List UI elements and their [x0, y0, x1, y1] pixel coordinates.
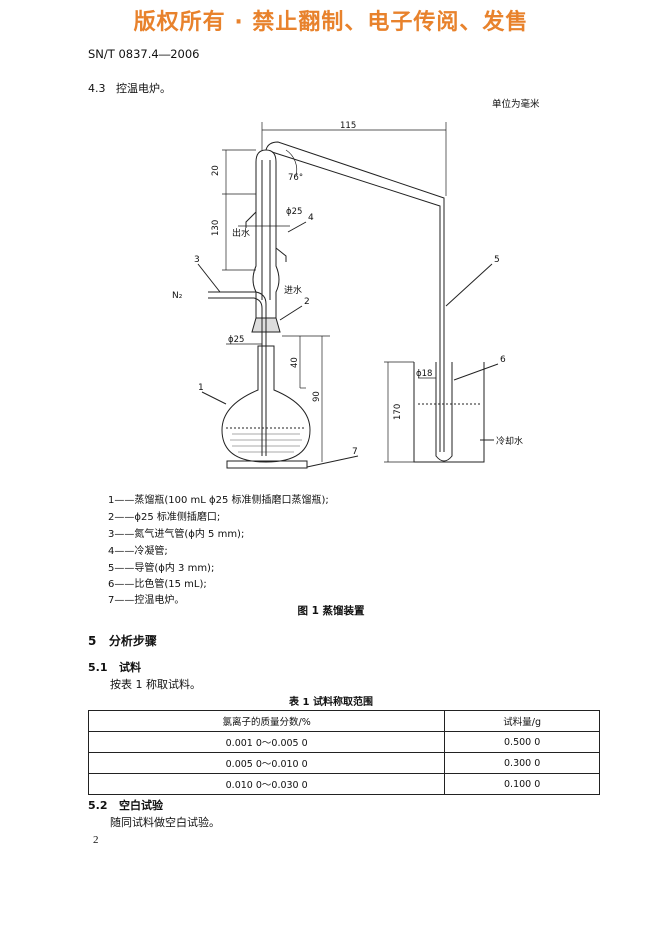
legend-item-1: 1——蒸馏瓶(100 mL ϕ25 标准侧插磨口蒸馏瓶); — [108, 495, 329, 506]
label-water-out: 出水 — [232, 227, 250, 239]
table-row: 0.005 0～0.010 0 0.300 0 — [87, 752, 600, 774]
dim-phi25-neck: ϕ25 — [228, 335, 244, 345]
section-title: 控温电炉。 — [116, 82, 171, 95]
legend-item-6: 6——比色管(15 mL); — [108, 579, 207, 590]
dim-90: 90 — [312, 391, 322, 402]
dim-76: 76° — [288, 173, 303, 183]
leader-5 — [445, 263, 493, 307]
table-header-row: 氯离子的质量分数/% 试料量/g — [87, 710, 600, 732]
dim-115: 115 — [340, 121, 356, 131]
table-row: 0.001 0～0.005 0 0.500 0 — [87, 731, 600, 753]
callout-7: 7 — [352, 447, 358, 457]
label-water-in: 进水 — [284, 284, 302, 296]
section-5: 5 分析步骤 — [88, 632, 157, 649]
leader-3 — [197, 263, 221, 293]
leader-4 — [287, 221, 307, 233]
callout-5: 5 — [494, 255, 500, 265]
table-cell: 0.005 0～0.010 0 — [87, 752, 446, 774]
dim-130: 130 — [211, 220, 221, 236]
section-5-2-body: 随同试料做空白试验。 — [110, 816, 220, 829]
dimension-lines — [222, 122, 447, 463]
section-number: 4.3 — [88, 82, 106, 95]
section-5-2: 5.2 空白试验 — [88, 797, 163, 813]
legend-item-7: 7——控温电炉。 — [108, 595, 185, 606]
table-header: 氯离子的质量分数/% — [87, 710, 446, 732]
section-5-1-body: 按表 1 称取试料。 — [110, 678, 201, 691]
water-outlet — [245, 211, 257, 228]
section-number: 5 — [88, 634, 97, 648]
label-n2: N₂ — [172, 291, 183, 301]
leader-6 — [453, 363, 499, 381]
dim-20: 20 — [211, 165, 221, 176]
leader-1 — [201, 391, 227, 405]
leader-7 — [306, 455, 359, 468]
beaker — [413, 362, 485, 463]
dim-phi18: ϕ18 — [416, 369, 432, 379]
standard-year: 2006 — [170, 47, 200, 61]
section-number: 5.1 — [88, 661, 108, 674]
legend-item-2: 2——ϕ25 标准侧插磨口; — [108, 512, 221, 523]
table-header: 试料量/g — [444, 710, 600, 732]
standard-number: SN/T 0837.4—2006 — [88, 47, 200, 61]
heating-plate — [226, 460, 308, 469]
table-row: 0.010 0～0.030 0 0.100 0 — [87, 773, 600, 795]
section-5-1: 5.1 试料 — [88, 659, 141, 675]
nitrogen-tube — [208, 291, 267, 340]
unit-note: 单位为毫米 — [492, 99, 540, 110]
dim-170: 170 — [393, 404, 403, 420]
condenser — [252, 149, 280, 318]
leader-2 — [279, 305, 303, 321]
table-cell: 0.300 0 — [444, 752, 600, 774]
legend-item-3: 3——氮气进气管(ϕ内 5 mm); — [108, 529, 245, 540]
callout-6: 6 — [500, 355, 506, 365]
distillation-flask — [221, 345, 311, 463]
table-cell: 0.001 0～0.005 0 — [87, 731, 446, 753]
table-caption: 表 1 试料称取范围 — [289, 697, 373, 708]
table-cell: 0.010 0～0.030 0 — [87, 773, 446, 795]
copyright-banner: 版权所有 · 禁止翻制、电子传阅、发售 — [133, 10, 529, 35]
callout-3: 3 — [194, 255, 200, 265]
legend-item-4: 4——冷凝管; — [108, 546, 168, 557]
section-4-3: 4.3 控温电炉。 — [88, 80, 171, 96]
section-title: 分析步骤 — [108, 634, 157, 648]
colorimetric-tube — [435, 362, 453, 462]
figure-caption: 图 1 蒸馏装置 — [297, 605, 365, 617]
water-inlet — [275, 247, 287, 262]
callout-1: 1 — [198, 383, 204, 393]
dim-phi25-joint: ϕ25 — [286, 207, 302, 217]
page-number: 2 — [93, 834, 99, 846]
dim-40: 40 — [290, 357, 300, 368]
legend-item-5: 5——导管(ϕ内 3 mm); — [108, 563, 215, 574]
table-cell: 0.100 0 — [444, 773, 600, 795]
callout-4: 4 — [308, 213, 314, 223]
section-title: 空白试验 — [119, 799, 163, 812]
delivery-tube — [265, 141, 445, 452]
table-cell: 0.500 0 — [444, 731, 600, 753]
label-cooling-water: 冷却水 — [496, 435, 523, 447]
callout-2: 2 — [304, 297, 310, 307]
standard-code: SN/T 0837.4 — [88, 47, 159, 61]
section-number: 5.2 — [88, 799, 108, 812]
section-title: 试料 — [119, 661, 141, 674]
sample-weight-table: 氯离子的质量分数/% 试料量/g 0.001 0～0.005 0 0.500 0… — [87, 710, 600, 795]
